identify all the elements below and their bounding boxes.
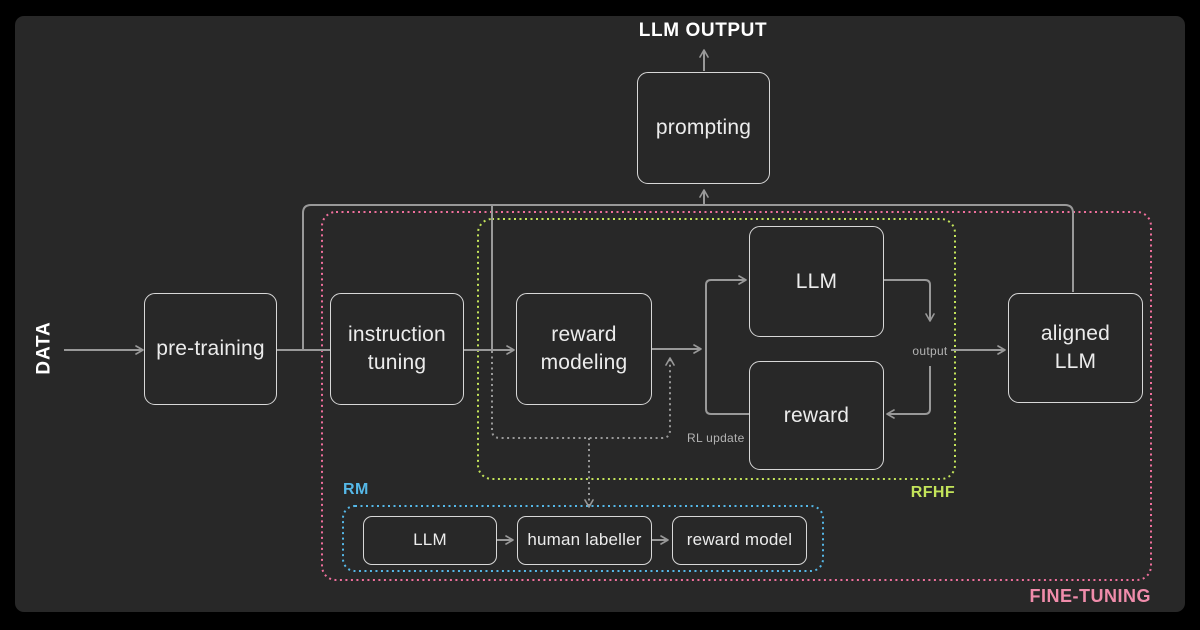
node-rlhf-llm: LLM	[749, 226, 884, 337]
data-source-label: DATA	[18, 321, 72, 375]
node-aligned-llm-label: aligned LLM	[1040, 322, 1111, 373]
edge-llm-to-output	[884, 279, 935, 322]
node-reward-label: reward	[783, 403, 850, 427]
rm-group-label: RM	[343, 481, 369, 498]
llm-output-title: LLM OUTPUT	[638, 20, 768, 41]
edge-rlhf-split-to-llm	[705, 275, 749, 415]
fine-tuning-group-label: FINE-TUNING	[1029, 586, 1151, 606]
fine-tuning-group-outline	[321, 211, 1152, 581]
node-instruction-tuning: instruction tuning	[330, 293, 464, 405]
node-prompting-label: prompting	[655, 116, 752, 140]
rl-update-edge-label: RL update	[687, 431, 745, 445]
node-pre-training: pre-training	[144, 293, 277, 405]
node-reward-modeling: reward modeling	[516, 293, 652, 405]
node-reward-modeling-label: reward modeling	[540, 323, 628, 374]
node-pre-training-label: pre-training	[156, 337, 265, 361]
node-rlhf-llm-label: LLM	[795, 269, 838, 293]
node-instruction-tuning-label: instruction tuning	[348, 323, 446, 374]
node-prompting: prompting	[637, 72, 770, 184]
node-aligned-llm: aligned LLM	[1008, 293, 1143, 403]
node-reward: reward	[749, 361, 884, 470]
node-reward-model-label: reward model	[686, 530, 793, 550]
node-reward-model: reward model	[672, 516, 807, 565]
rm-group-outline	[342, 505, 824, 572]
rlhf-group-label: RFHF	[910, 484, 955, 501]
node-rm-llm-label: LLM	[413, 530, 447, 550]
node-human-labeller-label: human labeller	[527, 530, 642, 550]
output-edge-label: output	[912, 344, 948, 358]
edge-output-to-reward	[886, 366, 931, 419]
edge-top-bus	[302, 204, 1074, 350]
data-source-label-text: DATA	[34, 321, 55, 375]
node-human-labeller: human labeller	[517, 516, 652, 565]
node-rm-llm: LLM	[363, 516, 497, 565]
